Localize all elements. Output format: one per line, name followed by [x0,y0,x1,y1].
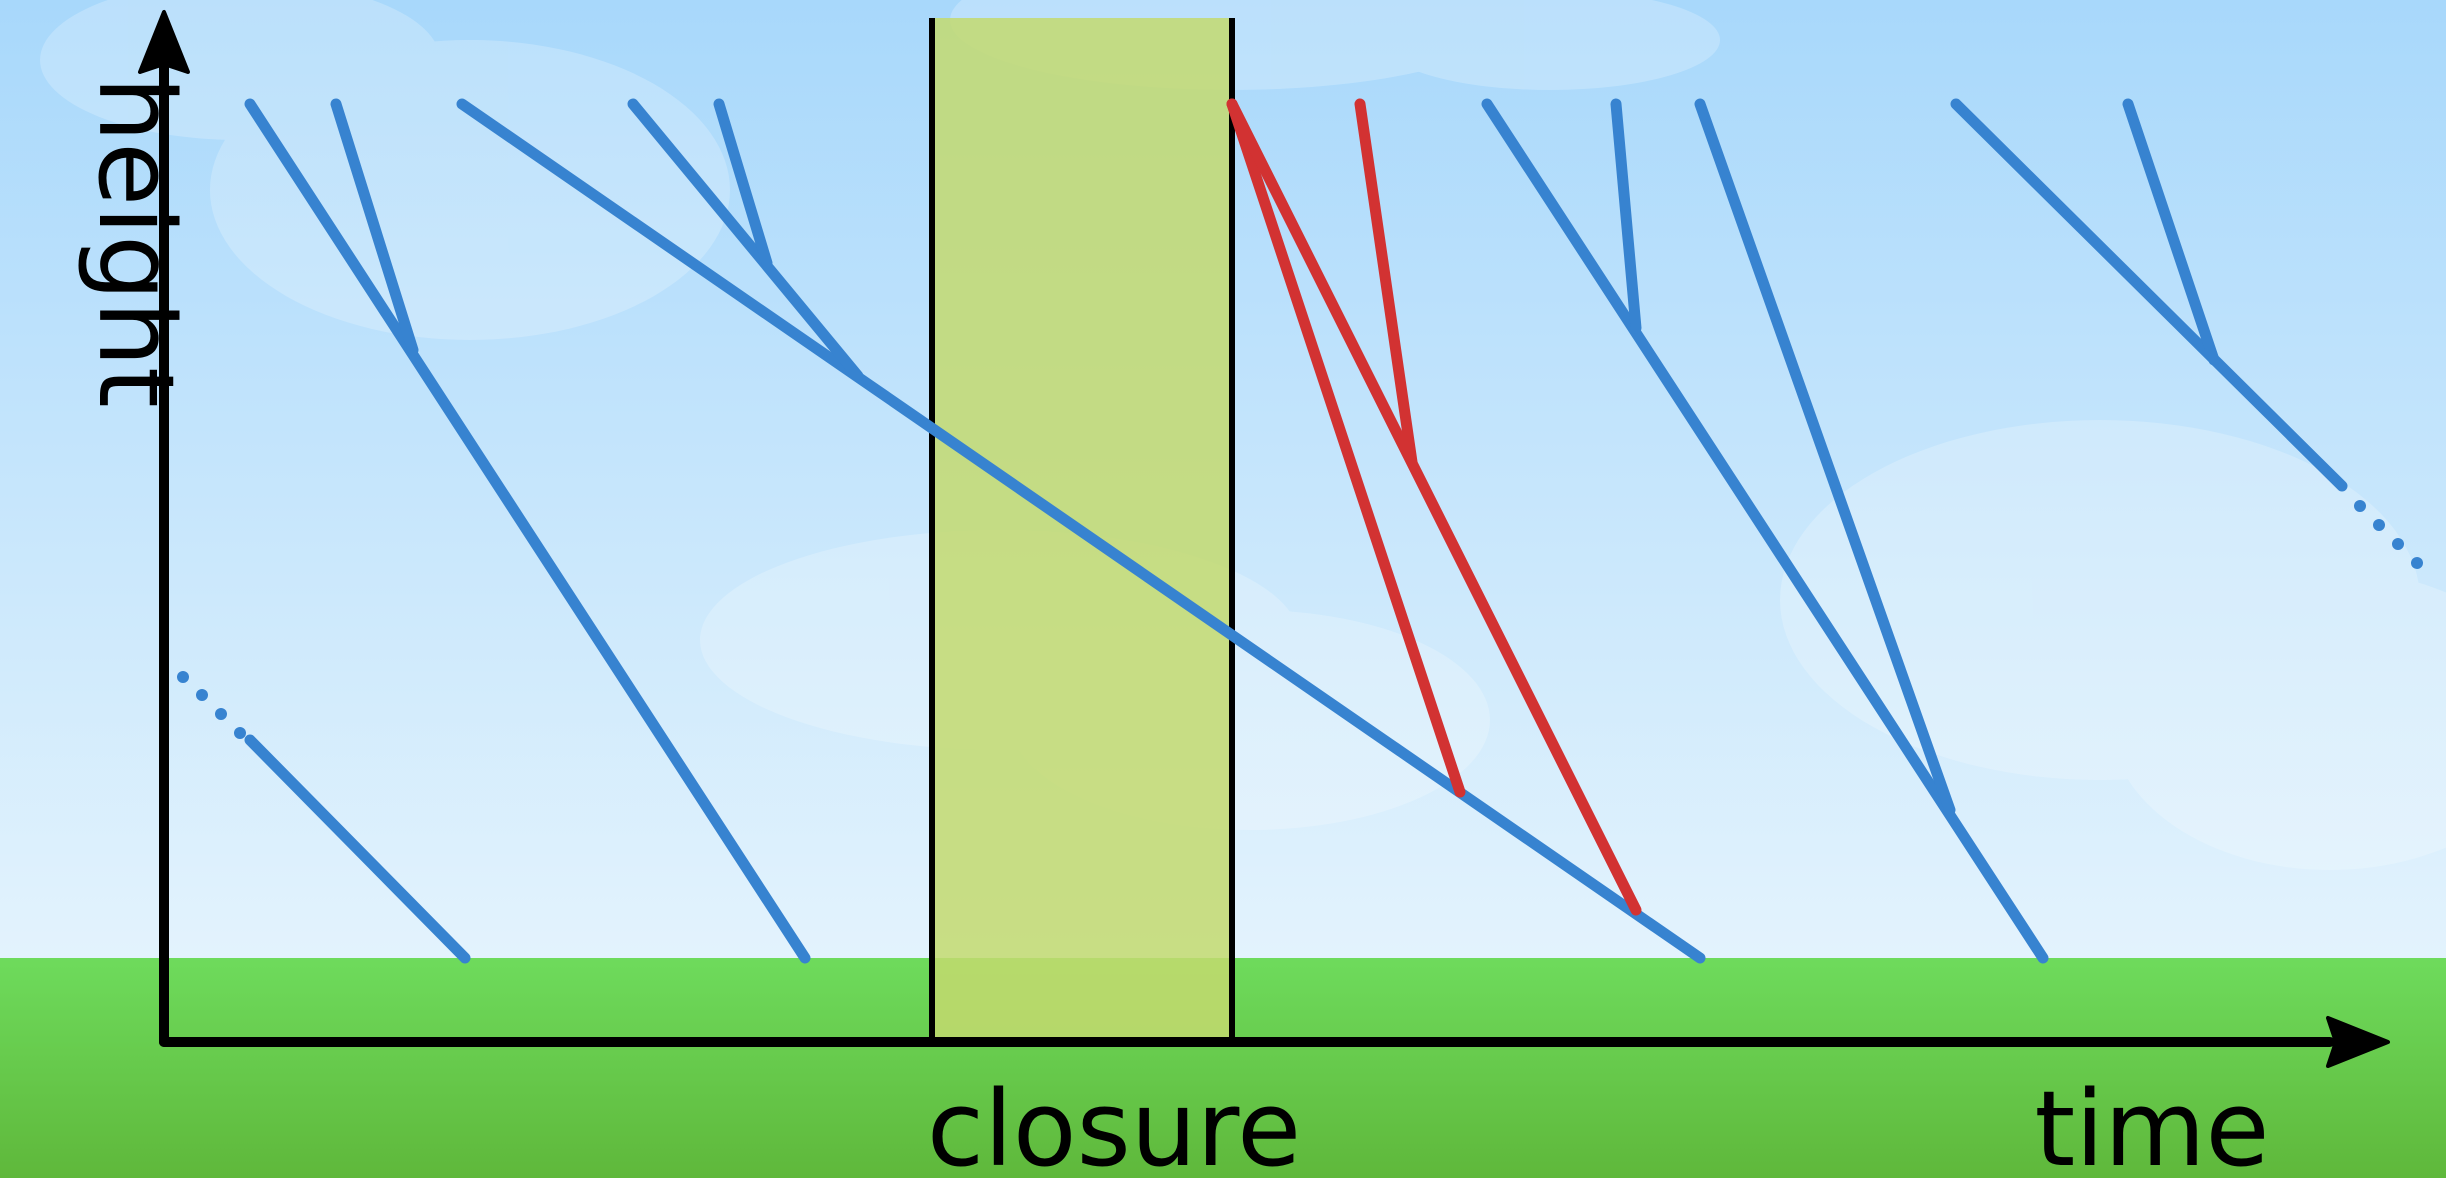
descent-path [330,98,419,356]
descent-path [244,98,811,964]
affected-path [1226,98,1642,916]
continuation-dots-left [177,671,246,739]
x-axis-label: time [2035,1068,2270,1178]
descent-path [1950,98,2348,492]
descent-path [1481,98,2049,964]
cloud [2110,570,2446,870]
affected-path [1354,98,1418,468]
axes [138,10,2390,1068]
dot [2354,500,2366,512]
cloud [210,40,730,340]
cloud [1380,0,1720,90]
closure-label: closure [927,1068,1301,1178]
y-axis-arrowhead [138,10,190,74]
dot [2392,538,2404,550]
descent-path [456,98,1706,964]
dot [2411,557,2423,569]
cloud [1780,420,2420,780]
descent-path [1610,98,1642,334]
descent-path [627,98,864,382]
x-axis-arrowhead [2326,1016,2390,1068]
y-axis-label: height [75,76,197,408]
descent-path [1694,98,1956,816]
affected-paths [1226,98,1642,916]
dot [2373,519,2385,531]
affected-path [1226,98,1466,798]
descent-path [244,734,471,964]
dot [215,708,227,720]
continuation-dots-right [2354,500,2423,569]
dot [234,727,246,739]
dot [196,689,208,701]
descent-path [713,98,773,269]
descent-path [2122,98,2220,366]
dot [177,671,189,683]
descent-paths [244,98,2348,964]
